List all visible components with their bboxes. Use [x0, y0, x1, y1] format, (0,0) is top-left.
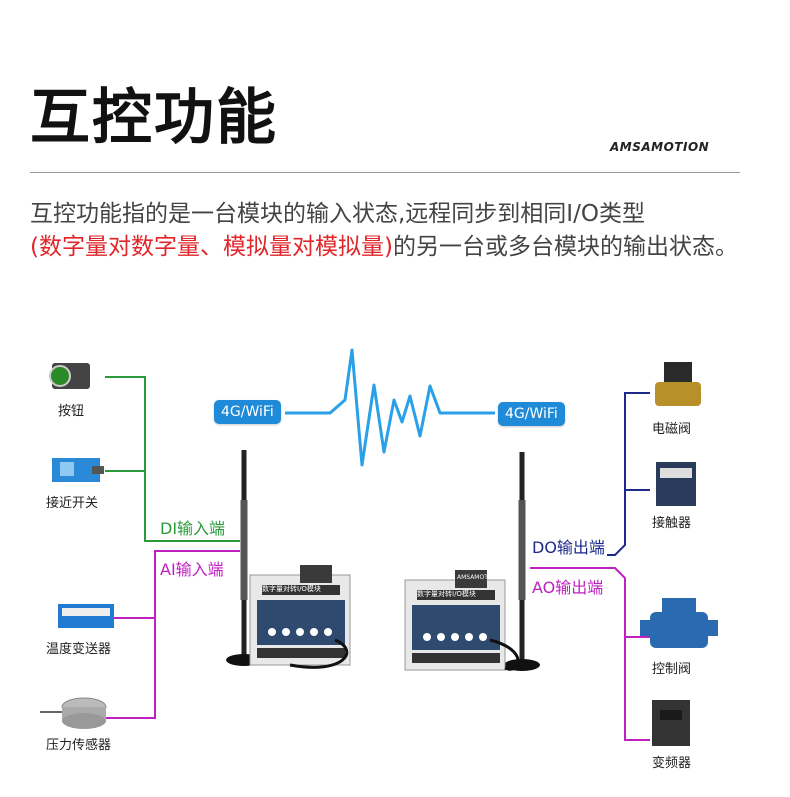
right-io-module: [404, 570, 520, 671]
temperature-transmitter-device: [58, 604, 114, 628]
pressure-sensor-device: [40, 697, 107, 729]
button-label: 按钮: [58, 404, 85, 419]
proximity-switch-device: [52, 458, 104, 482]
analog-input-wires: [105, 550, 240, 719]
digital-input-wires: [105, 376, 240, 542]
temperature-transmitter-label: 温度变送器: [46, 642, 112, 657]
right-4g-wifi-badge: 4G/WiFi: [498, 402, 565, 426]
description-text-2: 的另一台或多台模块的输出状态。: [392, 234, 738, 260]
analog-output-wires: [530, 567, 650, 741]
description-text: 互控功能指的是一台模块的输入状态,远程同步到相同I/O类型: [30, 201, 645, 227]
left-4g-wifi-badge: 4G/WiFi: [214, 400, 281, 424]
inverter-device: [652, 700, 690, 746]
brand-logo: AMSAMOTION: [610, 140, 710, 154]
wireless-signal: [285, 348, 495, 467]
control-valve-device: [640, 598, 718, 648]
inverter-label: 变频器: [652, 756, 692, 771]
ao-output-label: AO输出端: [530, 574, 606, 598]
signal-wave: [285, 348, 495, 467]
left-module-text: 数字量对转I/O模块: [262, 585, 321, 593]
button-wire: [105, 376, 240, 542]
page-title: 互控功能: [30, 83, 278, 153]
contactor-label: 接触器: [652, 516, 692, 531]
header-divider: [30, 172, 740, 173]
right-module-brand: AMSAMOTION: [457, 574, 499, 581]
button-device: [49, 363, 90, 389]
ai-input-label: AI输入端: [158, 556, 226, 580]
do-output-label: DO输出端: [530, 534, 607, 558]
pressure-sensor-label: 压力传感器: [46, 738, 112, 753]
solenoid-valve-label: 电磁阀: [652, 422, 692, 437]
description: 互控功能指的是一台模块的输入状态,远程同步到相同I/O类型 (数字量对数字量、模…: [30, 198, 750, 264]
left-io-module: [249, 565, 351, 669]
control-valve-label: 控制阀: [652, 662, 692, 677]
di-input-label: DI输入端: [158, 515, 228, 539]
right-module-text: 数字量对转I/O模块: [417, 590, 476, 598]
inverter-wire: [530, 567, 650, 741]
proximity-switch-label: 接近开关: [46, 496, 99, 511]
right-antenna: [504, 452, 540, 671]
contactor-device: [656, 462, 696, 506]
pressure-wire: [105, 550, 240, 719]
description-highlight: (数字量对数字量、模拟量对模拟量): [30, 234, 393, 260]
solenoid-valve-device: [655, 362, 701, 406]
